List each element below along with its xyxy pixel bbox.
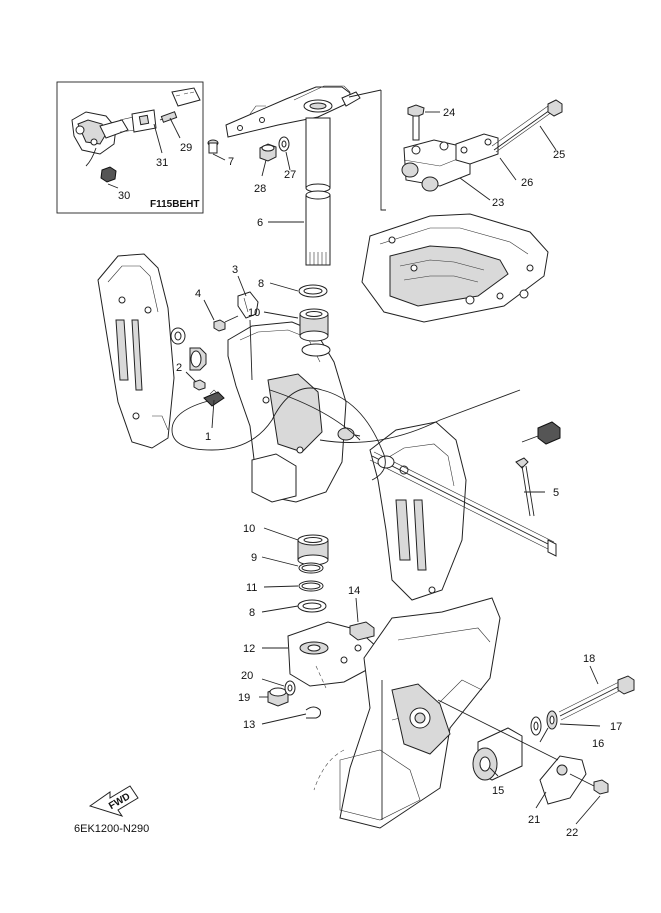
callout-25: 25 xyxy=(553,149,565,161)
callout-1: 1 xyxy=(205,431,211,443)
callout-21: 21 xyxy=(528,814,540,826)
callout-6: 6 xyxy=(257,217,263,229)
bolt-2 xyxy=(193,379,206,391)
clip-13 xyxy=(305,706,321,719)
oring-9 xyxy=(298,562,324,574)
inset-bracket-drawing xyxy=(71,87,201,183)
callout-4: 4 xyxy=(195,288,201,300)
connector xyxy=(521,421,561,445)
upper-mount-bracket xyxy=(401,139,471,192)
callout-12: 12 xyxy=(243,643,255,655)
mount-rubber-15 xyxy=(472,727,523,781)
callout-16: 16 xyxy=(592,738,604,750)
engine-block-outline xyxy=(361,213,549,323)
callout-24: 24 xyxy=(443,107,455,119)
bolt-7 xyxy=(207,139,226,161)
callout-8a: 8 xyxy=(258,278,264,290)
ground-wire xyxy=(171,387,521,481)
washer-20 xyxy=(284,680,296,696)
callout-2: 2 xyxy=(176,362,182,374)
bushing-10-lower xyxy=(297,534,329,566)
washer-8-upper xyxy=(298,284,328,298)
callout-14: 14 xyxy=(348,585,360,597)
bushing-left xyxy=(170,327,207,371)
callout-17: 17 xyxy=(610,721,622,733)
bolt-24 xyxy=(407,104,425,141)
washer-27 xyxy=(278,136,291,171)
callout-18: 18 xyxy=(583,653,595,665)
steering-arm xyxy=(225,85,361,138)
callout-30: 30 xyxy=(118,190,130,202)
inset-box: F115BEHT xyxy=(56,81,204,214)
callout-23: 23 xyxy=(492,197,504,209)
plate-26 xyxy=(455,133,499,165)
clip-3 xyxy=(237,291,259,381)
lower-casing xyxy=(313,597,501,829)
screw-4 xyxy=(213,315,239,332)
washer-17 xyxy=(546,710,558,730)
inset-model-label: F115BEHT xyxy=(150,199,199,210)
callout-19: 19 xyxy=(238,692,250,704)
cable-tie-5 xyxy=(515,457,535,517)
callout-3: 3 xyxy=(232,264,238,276)
left-clamp-bracket xyxy=(97,253,175,449)
callout-13: 13 xyxy=(243,719,255,731)
steering-shaft xyxy=(268,117,331,266)
callout-31: 31 xyxy=(156,157,168,169)
callout-26: 26 xyxy=(521,177,533,189)
callout-11: 11 xyxy=(246,582,257,594)
swivel-bracket xyxy=(227,321,347,503)
callout-labels: 1 2 3 4 5 6 7 8 9 10 10 11 8 12 13 14 15… xyxy=(118,107,622,839)
washer-8-lower xyxy=(297,599,327,613)
callout-9: 9 xyxy=(251,552,257,564)
callout-29: 29 xyxy=(180,142,192,154)
callout-28: 28 xyxy=(254,183,266,195)
washer-16 xyxy=(530,716,542,736)
diagram-code: 6EK1200-N290 xyxy=(74,823,149,835)
bolt-22 xyxy=(569,773,609,795)
bolt-18 xyxy=(558,675,635,721)
callout-20: 20 xyxy=(241,670,253,682)
clip-14 xyxy=(349,621,375,641)
nut-19 xyxy=(267,687,289,707)
callout-27: 27 xyxy=(284,169,296,181)
callout-5: 5 xyxy=(553,487,559,499)
bushing-10-upper xyxy=(299,308,329,342)
cover-21 xyxy=(539,755,587,805)
callout-7: 7 xyxy=(228,156,234,168)
callout-15: 15 xyxy=(492,785,504,797)
right-clamp-bracket xyxy=(369,421,467,601)
leader-lines xyxy=(185,275,601,825)
bolt-25 xyxy=(491,99,563,153)
ring-11 xyxy=(298,580,324,592)
nut-28 xyxy=(259,143,277,177)
callout-10b: 10 xyxy=(243,523,255,535)
fwd-arrow: FWD xyxy=(88,785,139,817)
callout-8b: 8 xyxy=(249,607,255,619)
callout-10a: 10 xyxy=(248,307,260,319)
ground-lead-1 xyxy=(203,389,225,407)
callout-22: 22 xyxy=(566,827,578,839)
tilt-shaft xyxy=(337,427,557,557)
